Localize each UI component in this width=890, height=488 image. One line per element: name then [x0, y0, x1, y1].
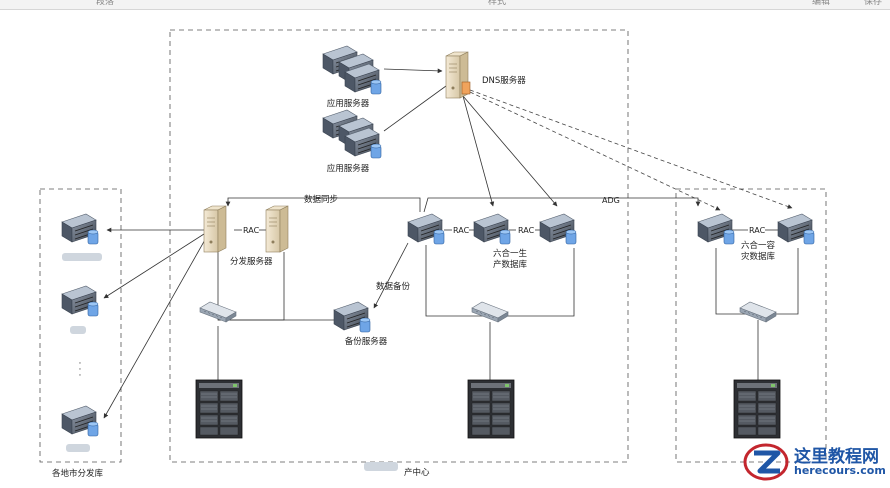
edge-data-sync	[225, 197, 421, 212]
dns-server-icon	[445, 51, 471, 99]
dr-db-server-icon-1	[697, 213, 735, 245]
blurred-label-2	[70, 326, 86, 334]
watermark-en: herecours.com	[794, 464, 886, 477]
rac-label-2: RAC	[453, 226, 470, 235]
prod-db-server-icon-3	[539, 213, 577, 245]
document-toolbar-strip: 段落 样式 编辑 保存	[0, 0, 890, 10]
toolbar-group-paragraph[interactable]: 段落	[96, 0, 115, 7]
storage-array-icon-2	[467, 379, 515, 439]
branch-server-icon-1	[61, 213, 99, 245]
distribution-server-icon-1	[203, 205, 227, 253]
storage-array-icon-3	[733, 379, 781, 439]
dr-region	[675, 188, 827, 463]
dr-db-label: 六合一容灾数据库	[741, 240, 776, 262]
app-server-label-1: 应用服务器	[327, 98, 370, 109]
edge-dist-branch2	[103, 233, 205, 299]
edge-dns-prod1	[462, 95, 495, 207]
edge-dns-prod2	[462, 95, 558, 207]
blurred-label-1	[62, 253, 102, 261]
prod-db-server-icon-1	[407, 213, 445, 245]
branch-region	[39, 188, 122, 463]
app-server-label-2: 应用服务器	[327, 163, 370, 174]
edge-data-backup	[373, 242, 409, 309]
distribution-server-label: 分发服务器	[230, 256, 273, 267]
edge-app2-dns	[383, 85, 447, 132]
switch-icon-2	[471, 301, 509, 323]
production-center-region-label: 产中心	[404, 467, 430, 478]
blurred-label-4	[364, 462, 398, 471]
storage-array-icon-1	[195, 379, 243, 439]
site-watermark: 这里教程网 herecours.com	[742, 439, 890, 484]
rac-label-3: RAC	[518, 226, 535, 235]
dr-db-server-icon-2	[777, 213, 815, 245]
site-logo-icon	[743, 443, 789, 481]
rac-label-4: RAC	[749, 226, 766, 235]
branch-ellipsis: ···	[79, 359, 82, 381]
backup-server-icon	[333, 301, 371, 333]
edge-app1-dns	[383, 68, 443, 74]
data-sync-label: 数据同步	[304, 194, 338, 205]
toolbar-group-edit[interactable]: 编辑	[812, 0, 831, 7]
production-db-label: 六合一生产数据库	[493, 248, 528, 270]
prod-db-server-icon-2	[473, 213, 511, 245]
toolbar-group-save[interactable]: 保存	[864, 0, 883, 7]
adg-label: ADG	[602, 196, 620, 205]
edge-adg	[423, 197, 701, 213]
toolbar-group-styles[interactable]: 样式	[488, 0, 507, 7]
branch-region-label: 各地市分发库	[52, 468, 104, 479]
backup-server-label: 备份服务器	[345, 336, 388, 347]
dns-server-label: DNS服务器	[482, 75, 526, 86]
switch-icon-3	[739, 301, 777, 323]
switch-icon-1	[199, 301, 237, 323]
edge-dns-dr2	[469, 89, 793, 209]
rac-label-1: RAC	[243, 226, 260, 235]
watermark-cn: 这里教程网	[794, 447, 879, 467]
blurred-label-3	[66, 444, 90, 452]
branch-server-icon-2	[61, 285, 99, 317]
app-server-icon-2	[322, 109, 382, 159]
data-backup-label: 数据备份	[376, 281, 411, 292]
production-center-region	[169, 29, 629, 463]
edge-dist-branch3	[103, 237, 207, 419]
distribution-server-icon-2	[265, 205, 289, 253]
app-server-icon-1	[322, 45, 382, 95]
edge-dns-dr1	[469, 91, 721, 211]
branch-server-icon-3	[61, 405, 99, 437]
